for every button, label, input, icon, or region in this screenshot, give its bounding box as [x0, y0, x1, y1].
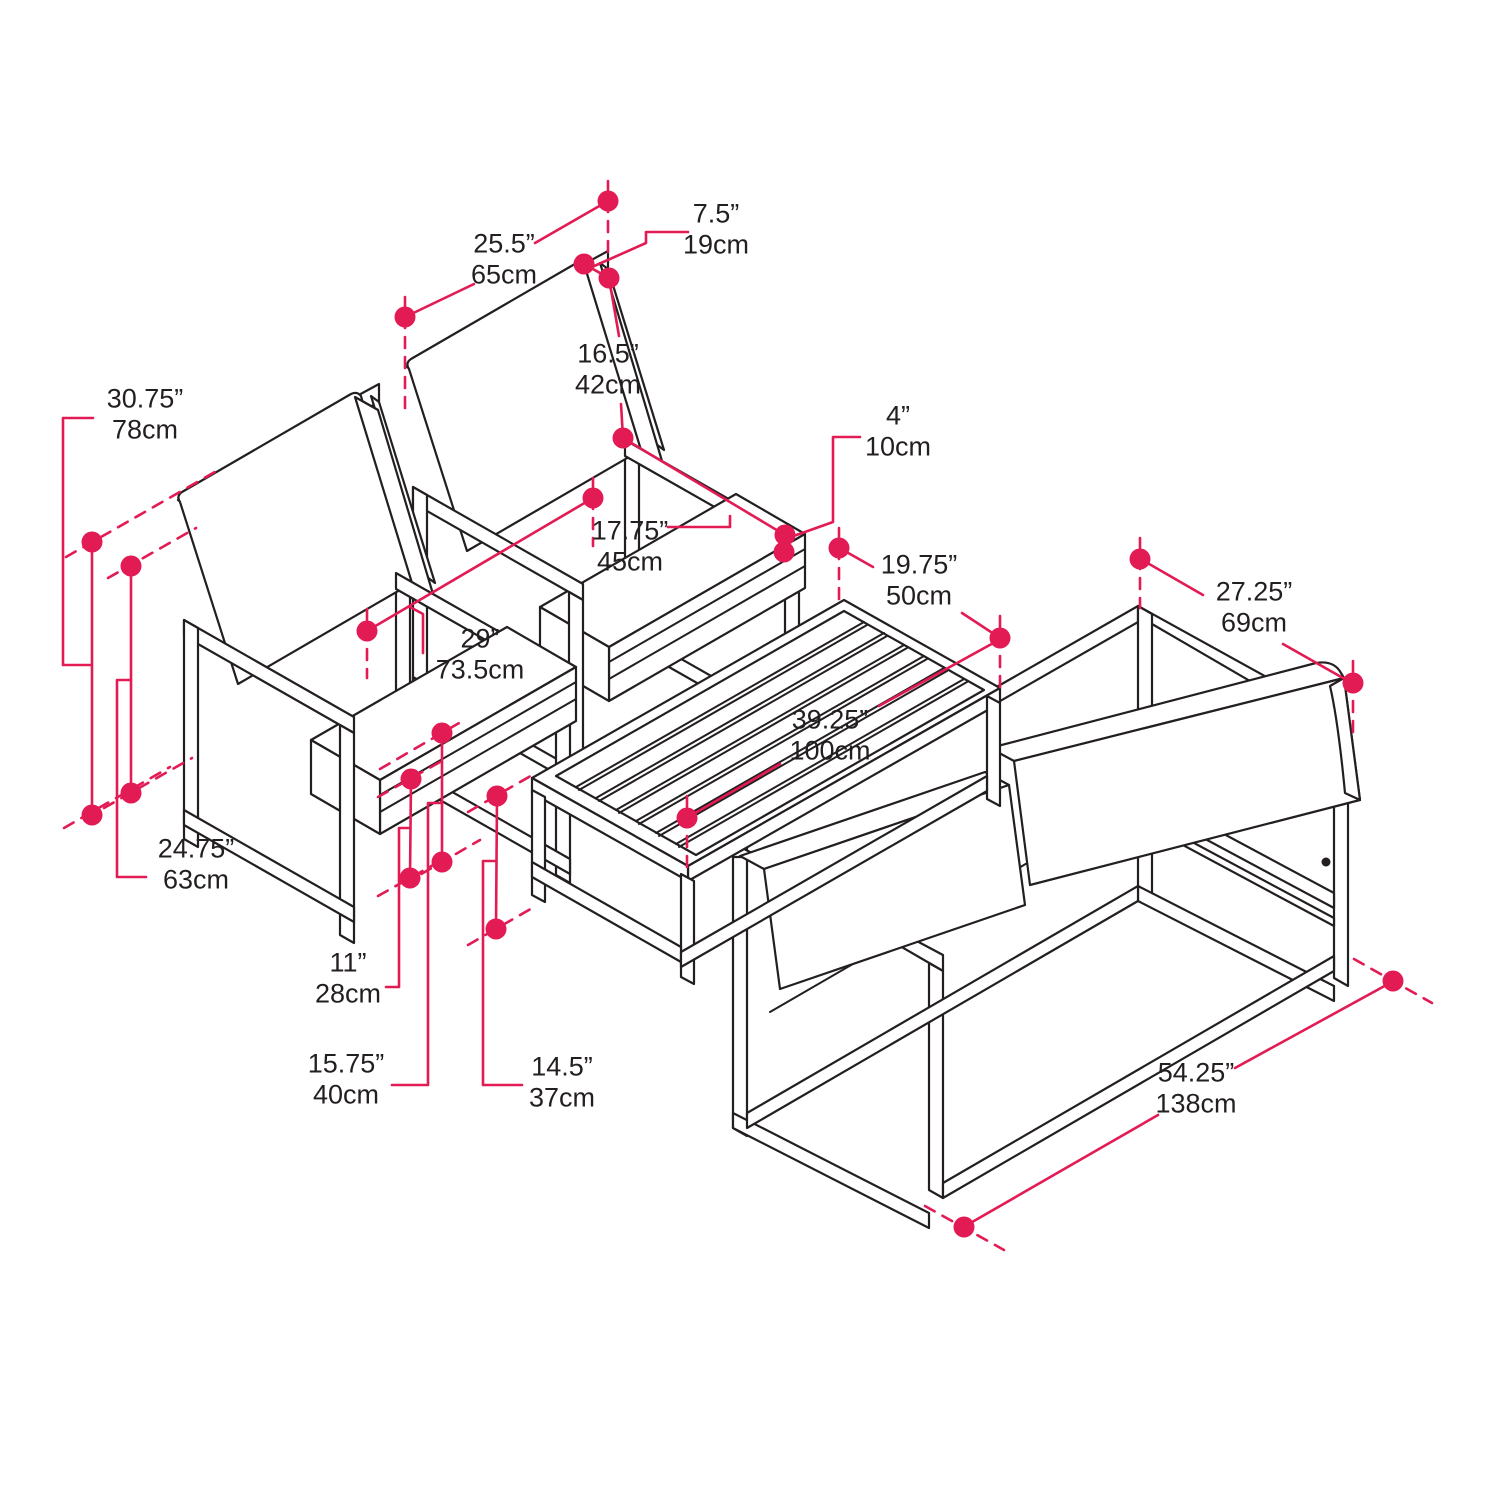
dim-loveseat-width-lines: [923, 957, 1434, 1252]
dim-back-cushion-thickness-lines: [573, 230, 690, 289]
label-backrest-height-in: 16.5”: [577, 338, 639, 369]
label-loveseat-depth-cm: 69cm: [1220, 608, 1288, 638]
label-back-cushion-thickness-in: 7.5”: [692, 198, 740, 229]
dim-table-height-lines: [466, 772, 536, 1087]
label-seat-rail-height: 4” 10cm: [865, 401, 931, 464]
label-ground-clearance: 11” 28cm: [315, 948, 381, 1011]
label-back-cushion-thickness: 7.5” 19cm: [683, 199, 749, 262]
label-chair-back-width-in: 25.5”: [473, 228, 535, 259]
label-chair-height: 30.75” 78cm: [107, 384, 184, 447]
label-back-cushion-thickness-cm: 19cm: [682, 230, 750, 260]
dim-seat-height-lines: [378, 717, 482, 1087]
label-table-length-cm: 100cm: [789, 736, 871, 766]
label-seat-height-in: 15.75”: [307, 1048, 385, 1079]
dim-seat-rail-height-lines: [773, 435, 862, 563]
label-armrest-height-in: 24.75”: [157, 833, 235, 864]
label-table-width-in: 19.75”: [880, 549, 958, 580]
label-table-width-cm: 50cm: [885, 581, 953, 611]
dim-seat-depth-lines: [621, 436, 787, 537]
dim-armrest-height-lines: [102, 526, 198, 879]
label-chair-width-cm: 73.5cm: [435, 655, 525, 685]
label-backrest-height-cm: 42cm: [574, 370, 642, 400]
label-chair-height-in: 30.75”: [106, 383, 184, 414]
label-chair-height-cm: 78cm: [111, 415, 179, 445]
label-chair-back-width: 25.5” 65cm: [471, 229, 537, 292]
label-armrest-height-cm: 63cm: [162, 865, 230, 895]
label-chair-width: 29” 73.5cm: [436, 624, 525, 687]
label-seat-rail-height-cm: 10cm: [864, 432, 932, 462]
label-seat-depth: 17.75” 45cm: [592, 516, 669, 579]
label-loveseat-depth-in: 27.25”: [1215, 576, 1293, 607]
label-loveseat-depth: 27.25” 69cm: [1216, 577, 1293, 640]
label-seat-depth-in: 17.75”: [591, 515, 669, 546]
label-loveseat-width-cm: 138cm: [1155, 1089, 1237, 1119]
coffee-table: [530, 598, 1002, 986]
dim-table-length-lines: [676, 639, 999, 869]
label-seat-height: 15.75” 40cm: [308, 1049, 385, 1112]
label-chair-back-width-cm: 65cm: [470, 260, 538, 290]
label-chair-width-in: 29”: [460, 623, 500, 654]
dim-ground-clearance-lines: [376, 760, 444, 989]
dim-loveseat-depth-lines: [1129, 536, 1364, 735]
label-loveseat-width-in: 54.25”: [1157, 1057, 1235, 1088]
label-table-width: 19.75” 50cm: [881, 550, 958, 613]
label-ground-clearance-cm: 28cm: [314, 979, 382, 1009]
label-ground-clearance-in: 11”: [329, 947, 367, 978]
dim-chair-back-width-lines: [394, 179, 619, 412]
label-seat-height-cm: 40cm: [312, 1080, 380, 1110]
table-slats: [575, 621, 968, 848]
label-table-height-cm: 37cm: [528, 1083, 596, 1113]
label-table-length-in: 39.25”: [791, 704, 869, 735]
dim-chair-width-lines: [356, 476, 604, 680]
label-backrest-height: 16.5” 42cm: [575, 339, 641, 402]
label-seat-depth-cm: 45cm: [596, 547, 664, 577]
label-table-height: 14.5” 37cm: [529, 1052, 595, 1115]
label-loveseat-width: 54.25” 138cm: [1155, 1058, 1236, 1121]
label-armrest-height: 24.75” 63cm: [158, 834, 235, 897]
loveseat: [731, 604, 1362, 1230]
label-table-height-in: 14.5”: [531, 1051, 593, 1082]
label-seat-rail-height-in: 4”: [885, 400, 910, 431]
label-table-length: 39.25” 100cm: [789, 705, 870, 768]
